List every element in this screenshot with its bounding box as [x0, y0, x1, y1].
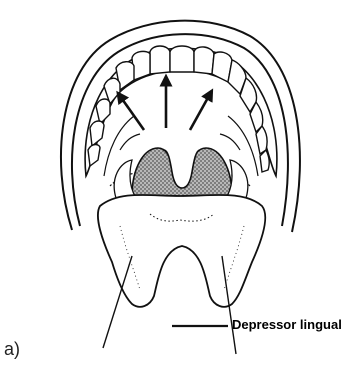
arrow-up-right-icon — [190, 94, 210, 130]
arrow-up-left-icon — [120, 96, 144, 130]
tongue — [98, 195, 265, 307]
callout-label: Depressor lingual — [232, 318, 342, 331]
panel-label: a) — [4, 340, 20, 358]
